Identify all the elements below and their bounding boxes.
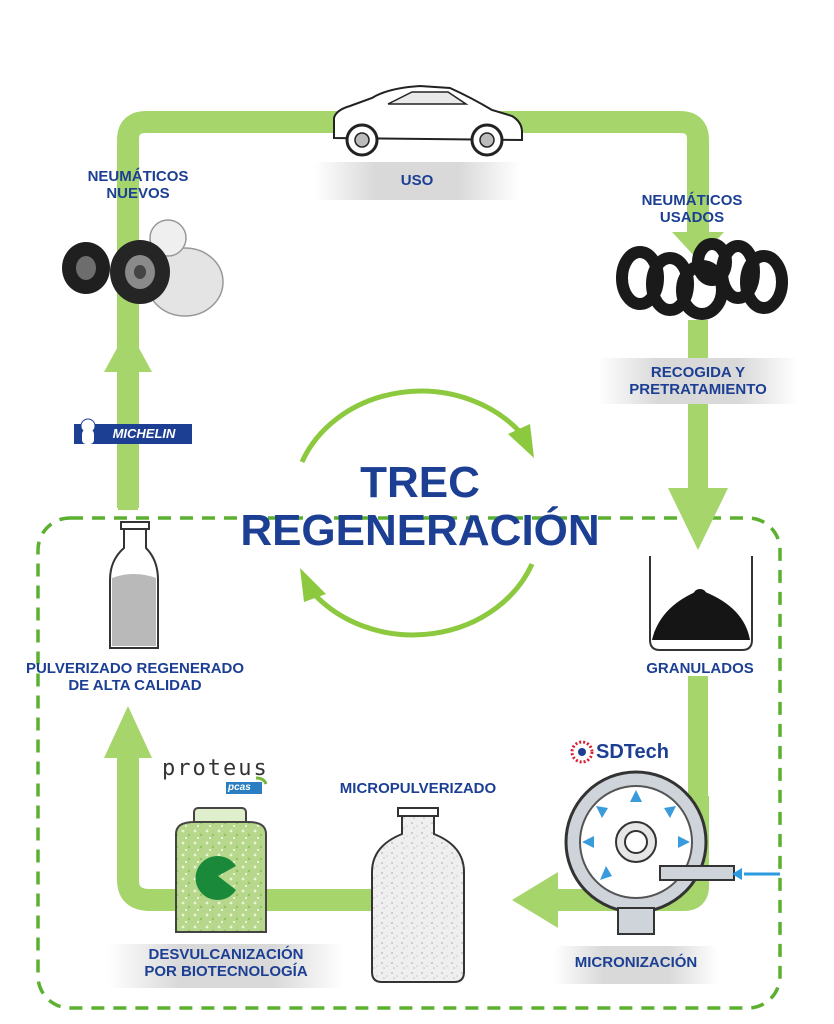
label-uso: USO [400,172,434,189]
cycle-arrow-bottom [312,562,535,638]
new-tyres-icon [62,219,224,317]
used-tyres-icon [616,238,788,320]
proteus-logo-subtext: pcas [228,782,251,793]
cycle-arrow-bottom-head [300,568,326,602]
label-micronizacion: MICRONIZACIÓN [574,954,698,971]
label-neumaticos-usados: NEUMÁTICOS USADOS [641,192,743,226]
flow-bottom [556,796,709,911]
micronizacion-band [554,946,718,984]
label-desvulcanizacion: DESVULCANIZACIÓN POR BIOTECNOLOGÍA [144,946,308,980]
diagram-title-line2: REGENERACIÓN [240,506,600,555]
car-icon [333,84,523,157]
flow-left-bottom [117,756,178,911]
desvulcanizacion-tank-icon [175,807,267,933]
granulados-beaker-icon [649,556,753,651]
label-granulados: GRANULADOS [646,660,754,677]
flow-right-lower [688,676,708,796]
regeneration-boundary [36,516,782,1010]
desvulcanizacion-band [108,944,344,988]
sdtech-logo-mark [570,740,594,764]
arrow-head-pulverizado [104,706,152,758]
micronizer-icon [564,770,780,935]
uso-band [314,162,520,200]
arrow-head-granulados [668,488,728,550]
pulverizado-bottle-icon [109,521,159,649]
proteus-logo-text: proteus [162,756,269,781]
michelin-logo [74,418,192,444]
flow-bottom-left [262,889,374,911]
flow-right-upper [688,320,708,490]
label-neumaticos-nuevos: NEUMÁTICOS NUEVOS [87,168,189,202]
label-micropulverizado: MICROPULVERIZADO [339,780,497,797]
michelin-logo-text: MICHELIN [112,426,176,441]
diagram-title-line1: TREC [360,458,480,507]
cycle-arrow-top [299,388,522,464]
label-recogida: RECOGIDA Y PRETRATAMIENTO [629,364,767,398]
arrow-head-micropulverizado [512,872,558,928]
label-pulverizado-regenerado: PULVERIZADO REGENERADO DE ALTA CALIDAD [25,660,245,694]
arrow-head-nuevos [104,328,152,372]
proteus-logo-mark [226,776,268,794]
recogida-band [598,358,798,404]
micropulverizado-bottle-icon [371,807,465,983]
cycle-arrow-top-head [508,424,534,458]
sdtech-logo-text: SDTech [596,741,669,763]
